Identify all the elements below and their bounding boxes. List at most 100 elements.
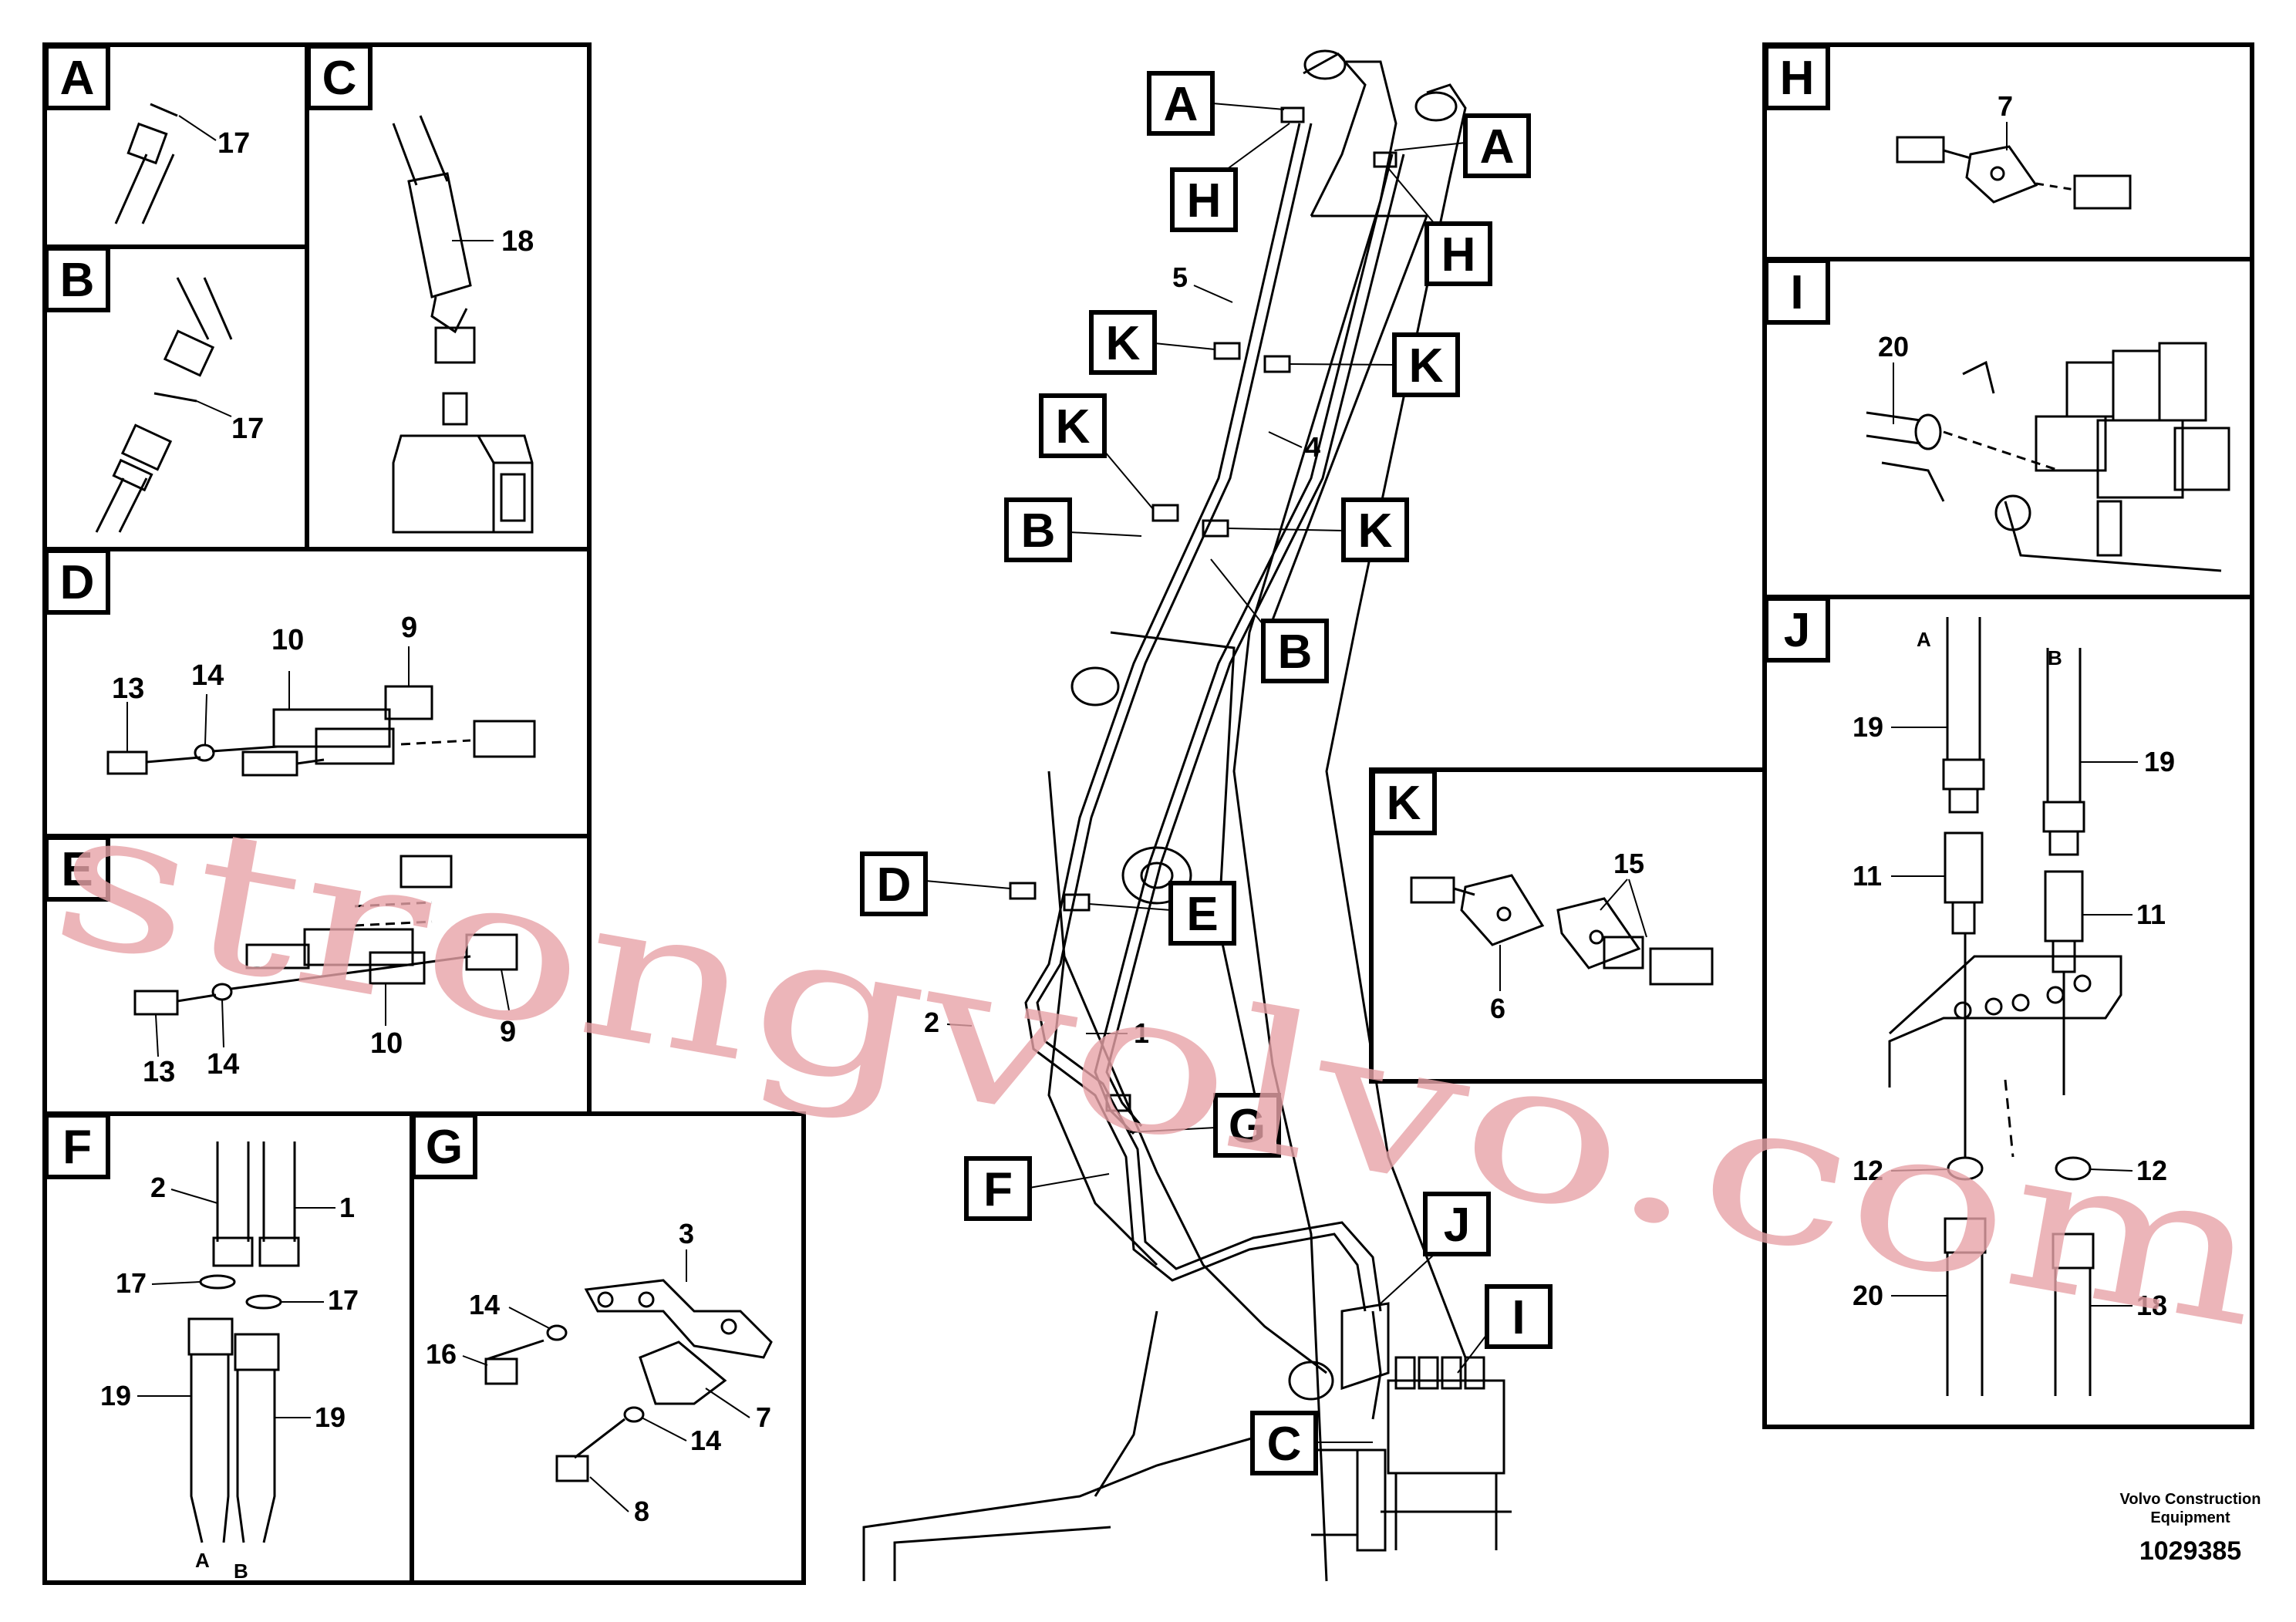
panel-e-callout-14: 14 (207, 1048, 239, 1081)
main-ref-k-2: K (1289, 332, 1460, 397)
hose-cylinder-illustration (392, 115, 534, 534)
panel-j-hose-a: A (1917, 628, 1931, 651)
panel-j-callout-19a: 19 (1853, 711, 1883, 743)
svg-text:K: K (1358, 504, 1393, 558)
panel-d-callout-10: 10 (271, 624, 304, 656)
svg-text:H: H (1780, 52, 1815, 105)
panel-j-callout-12b: 12 (2136, 1155, 2167, 1186)
main-ref-k-3: K (1039, 393, 1154, 510)
panel-e: E 13 14 10 9 (42, 834, 592, 1116)
svg-text:D: D (60, 556, 95, 609)
panel-c-callout-18: 18 (501, 225, 534, 258)
svg-text:C: C (1267, 1418, 1302, 1471)
svg-text:A: A (1164, 78, 1199, 131)
main-ref-c: C (1250, 1411, 1373, 1475)
panel-j-callout-20: 20 (1853, 1280, 1883, 1311)
panel-g-callout-14b: 14 (690, 1425, 721, 1456)
svg-text:D: D (877, 858, 912, 912)
svg-text:J: J (1444, 1199, 1470, 1252)
svg-text:A: A (1480, 120, 1515, 174)
svg-text:I: I (1512, 1291, 1525, 1344)
svg-text:B: B (1021, 504, 1056, 558)
panel-d: D 13 14 10 9 (42, 547, 592, 838)
panel-j-callout-11a: 11 (1853, 860, 1882, 892)
panel-f-callout-17a: 17 (116, 1267, 147, 1299)
panel-g: G 3 14 16 7 14 8 (410, 1111, 806, 1585)
main-callout-4: 4 (1305, 431, 1320, 463)
footer-company-line2: Equipment (2150, 1509, 2230, 1526)
main-reference-labels: A A H H K K K (860, 71, 1553, 1475)
panel-f-callout-19b: 19 (315, 1401, 346, 1433)
panel-a: A 17 (42, 42, 309, 249)
hose-through-plate-illustration (1888, 617, 2122, 1396)
main-ref-g: G (1129, 1093, 1281, 1158)
panel-d-callout-9: 9 (401, 612, 417, 644)
panel-j-callout-11b: 11 (2136, 899, 2166, 930)
panel-e-callout-10: 10 (370, 1027, 403, 1060)
svg-text:H: H (1187, 174, 1222, 228)
main-ref-a-left: A (1147, 71, 1285, 136)
bracket-assembly-illustration (484, 1279, 773, 1482)
valve-connection-illustration (1866, 342, 2230, 572)
svg-text:F: F (983, 1163, 1013, 1216)
panel-f-hose-b: B (234, 1560, 248, 1583)
panel-j-callout-19b: 19 (2144, 746, 2175, 777)
clamp-illustration (1410, 874, 1714, 986)
panel-f-callout-1: 1 (339, 1192, 355, 1223)
panel-b: B 17 (42, 244, 309, 551)
main-ref-h-left: H (1170, 123, 1290, 232)
svg-text:G: G (1229, 1100, 1266, 1153)
panel-d-callout-14: 14 (191, 659, 224, 692)
panel-g-callout-16: 16 (426, 1338, 457, 1370)
svg-text:E: E (61, 843, 93, 896)
footer: Volvo Construction Equipment 1029385 (2120, 1491, 2261, 1566)
panel-f: F 2 1 17 17 19 19 A B (42, 1111, 414, 1585)
panel-e-callout-13: 13 (143, 1056, 175, 1088)
panel-g-callout-3: 3 (679, 1218, 694, 1249)
main-ref-b-left: B (1004, 497, 1142, 562)
hose-end-illustration (114, 103, 178, 224)
panel-k-callout-6: 6 (1490, 993, 1505, 1024)
panel-k: K 15 6 (1369, 767, 1767, 1084)
panel-b-callout-17: 17 (231, 413, 264, 445)
panel-i-callout-20: 20 (1878, 331, 1909, 363)
panel-g-callout-8: 8 (634, 1496, 649, 1527)
svg-text:K: K (1106, 317, 1141, 370)
panel-g-callout-14a: 14 (469, 1289, 500, 1320)
panel-d-callout-13: 13 (112, 673, 144, 705)
clamp-assembly-illustration (106, 685, 536, 777)
main-ref-k-4: K (1227, 497, 1409, 562)
footer-company-line1: Volvo Construction (2120, 1491, 2261, 1508)
main-ref-i: I (1457, 1284, 1553, 1374)
svg-text:J: J (1784, 604, 1810, 657)
svg-text:B: B (60, 254, 95, 307)
drawing-number: 1029385 (2139, 1536, 2241, 1566)
panel-h: H 7 (1762, 42, 2254, 261)
panel-j-callout-18: 18 (2136, 1290, 2167, 1321)
panel-f-callout-17b: 17 (328, 1284, 359, 1316)
svg-text:C: C (322, 52, 357, 105)
hose-joint-illustration (95, 277, 233, 533)
main-callout-1: 1 (1134, 1017, 1149, 1049)
svg-text:G: G (426, 1121, 463, 1174)
main-callout-5: 5 (1172, 261, 1188, 293)
main-callout-2: 2 (924, 1007, 939, 1038)
svg-text:B: B (1278, 626, 1313, 679)
hose-pair-illustration (187, 1141, 300, 1543)
svg-text:K: K (1409, 339, 1444, 393)
panel-c: C 18 (305, 42, 592, 551)
panel-j: J A B (1762, 595, 2254, 1429)
panel-k-callout-15: 15 (1613, 848, 1644, 879)
svg-text:F: F (62, 1121, 92, 1174)
svg-text:K: K (1056, 400, 1091, 454)
main-ref-f: F (964, 1156, 1110, 1221)
svg-text:K: K (1387, 777, 1421, 830)
main-ref-j: J (1380, 1192, 1491, 1304)
main-ref-a-right: A (1394, 113, 1531, 178)
main-ref-d: D (860, 851, 1011, 916)
panel-i: I 20 (1762, 257, 2254, 599)
panel-h-callout-7: 7 (1998, 90, 2013, 122)
panel-f-hose-a: A (195, 1549, 210, 1572)
main-ref-k-1: K (1089, 310, 1215, 375)
